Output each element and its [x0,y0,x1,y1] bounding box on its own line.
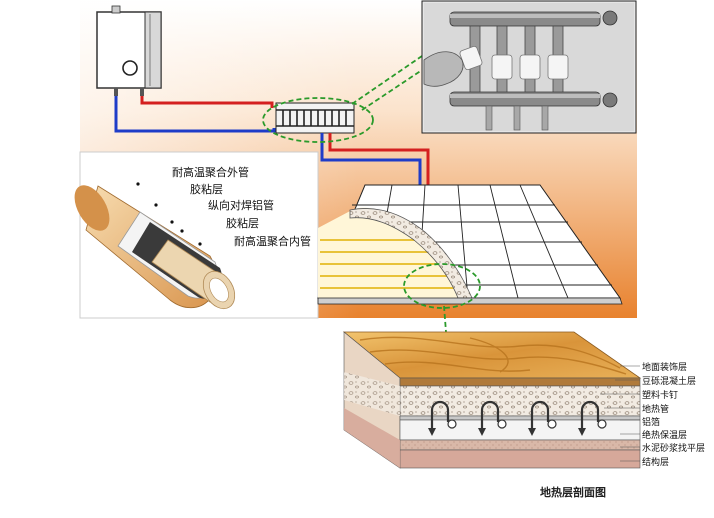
section-caption: 地热层剖面图 [540,486,606,499]
floor-layer-label: 地面装饰层 [642,363,688,373]
floor-perspective [317,184,623,333]
manifold-icon [275,102,355,134]
floor-layer-label: 铝箔 [642,418,661,428]
floor-layer-label: 塑料卡钉 [642,391,679,401]
pipe-layer-label: 胶粘层 [190,183,223,196]
hot-pipe [140,96,274,108]
floor-callout [403,263,481,309]
pipe-layer-label: 耐高温聚合外管 [172,166,249,179]
pipe-cross-section [74,151,319,319]
floor-layer-label: 地热管 [642,405,670,415]
cold-pipe [114,96,276,133]
floor-section-block [342,331,642,469]
pipe-layer-label: 耐高温聚合内管 [234,235,311,248]
floor-layer-label: 水泥砂浆找平层 [642,444,706,454]
floor-layer-label: 结构层 [642,458,670,468]
manifold-callout [262,97,374,143]
boiler-icon [96,5,162,96]
pipe-layer-label: 纵向对焊铝管 [208,199,274,212]
pipe-layer-label: 胶粘层 [226,217,259,230]
floor-layer-label: 绝热保温层 [642,431,688,441]
cold-pipe-floor [320,133,422,190]
floor-layer-label: 豆砾混凝土层 [642,377,697,387]
manifold-photo [421,0,637,134]
